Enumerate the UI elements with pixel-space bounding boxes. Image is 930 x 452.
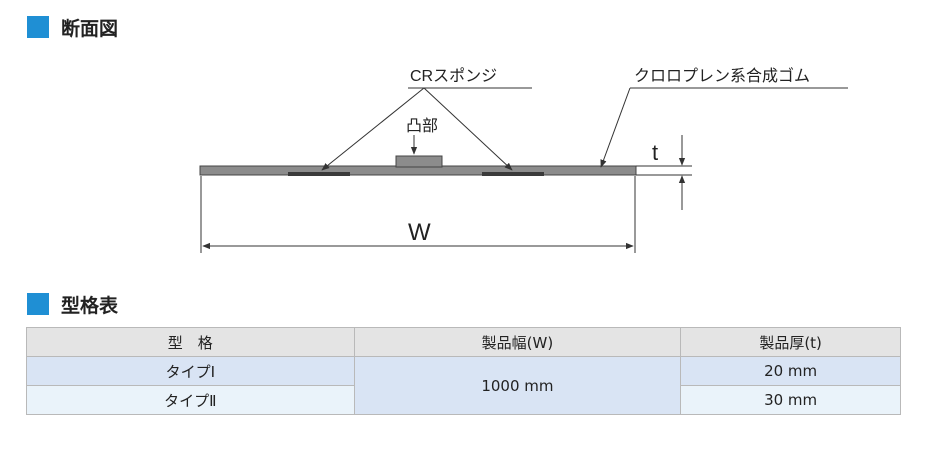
label-sponge: CRスポンジ [410,67,497,85]
sponge-left [288,172,350,176]
section-marker-icon [27,16,49,38]
cross-section-diagram: CRスポンジ 凸部 クロロプレン系合成ゴム t W [199,66,848,253]
cell-type: タイプⅡ [26,385,355,415]
table-row: タイプⅡ 30 mm [26,385,901,415]
table-header-row: 型 格 製品幅(W) 製品厚(t) [26,327,901,357]
sponge-leader-left [321,87,425,171]
cell-width: 1000 mm [353,356,682,415]
cross-section-title: 断面図 [61,17,119,40]
label-rubber: クロロプレン系合成ゴム [634,66,810,85]
label-protrusion: 凸部 [406,117,438,135]
cell-type: タイプⅠ [26,356,355,386]
section-marker-icon [27,293,49,315]
protrusion-shape [395,155,443,168]
header-thickness: 製品厚(t) [680,327,901,357]
sponge-leader-right [423,87,513,171]
label-width: W [408,219,431,246]
table-row: タイプⅠ 1000 mm 20 mm [26,356,901,415]
header-width: 製品幅(W) [353,327,682,357]
spec-title: 型格表 [61,294,119,317]
rubber-leader [600,87,631,168]
spec-header: 型格表 [27,291,118,317]
spec-table: 型 格 製品幅(W) 製品厚(t) タイプⅠ 1000 mm 20 mm タイプ… [26,327,901,415]
header-model: 型 格 [26,327,355,357]
cell-thickness: 30 mm [680,385,901,415]
label-thickness: t [652,140,658,165]
sponge-right [482,172,544,176]
cross-section-header: 断面図 [27,14,118,40]
cell-thickness: 20 mm [680,356,901,386]
